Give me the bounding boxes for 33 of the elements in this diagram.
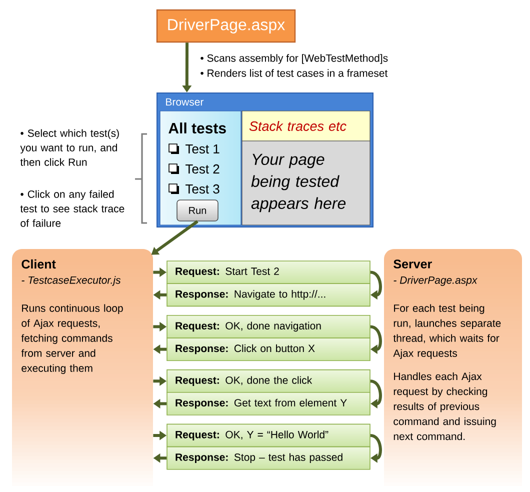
bullet-note: • Scans assembly for [WebTestMethod]s (200, 54, 388, 64)
node-label: Server (394, 260, 432, 268)
curved-arrow (370, 325, 382, 354)
side-panel: Server - DriverPage.aspx For each test being run, launches separate thread, which waits for Ajax requests Handles each Ajax request by checking results of previous command and issuing next command. (384, 249, 522, 486)
message-box: Request: OK, done navigation (166, 315, 370, 338)
message-bar: Stack traces etc (242, 110, 370, 142)
message-box: Request: Start Test 2 (166, 260, 370, 284)
bullet-note: • Renders list of test cases in a frameset (200, 69, 388, 77)
title-box: DriverPage.aspx (156, 9, 296, 43)
message-box: Response: Get text from element Y (166, 392, 370, 416)
node-label: Test 3 (186, 184, 220, 194)
curved-arrow (370, 434, 382, 463)
message-box: Response: Navigate to http://... (166, 283, 370, 307)
node-label: Handles each Ajax request by checking results of previous command and issuing next command. (394, 372, 496, 440)
node-label: For each test being run, launches separate thread, which waits for Ajax requests (393, 304, 501, 359)
run-button: Run (176, 200, 218, 222)
bullet-note: • Click on any failed test to see stack trace of failure (20, 190, 124, 227)
node-label: - TestcaseExecutor.js (22, 276, 121, 286)
side-panel: Client - TestcaseExecutor.js Runs continuous loop of Ajax requests, fetching commands from server and executing them (12, 249, 153, 486)
curved-arrow (370, 270, 382, 300)
node-label: Test 1 (186, 144, 220, 154)
node-label: Runs continuous loop of Ajax requests, fetching commands from server and executing them (21, 304, 123, 374)
node-label: Test 2 (186, 164, 220, 174)
node-label: All tests (168, 122, 226, 134)
message-box: Request: OK, Y = “Hello World” (166, 424, 370, 448)
node-label: Client (22, 259, 56, 269)
message-box: Response: Stop – test has passed (166, 446, 370, 470)
page-area: Your page being tested appears here (242, 140, 370, 226)
node-label: - DriverPage.aspx (394, 276, 478, 286)
message-box: Request: OK, done the click (166, 369, 370, 393)
message-box: Response: Click on button X (166, 338, 370, 361)
bullet-note: • Select which test(s) you want to run, and then click Run (20, 129, 119, 166)
curved-arrow (370, 380, 382, 408)
